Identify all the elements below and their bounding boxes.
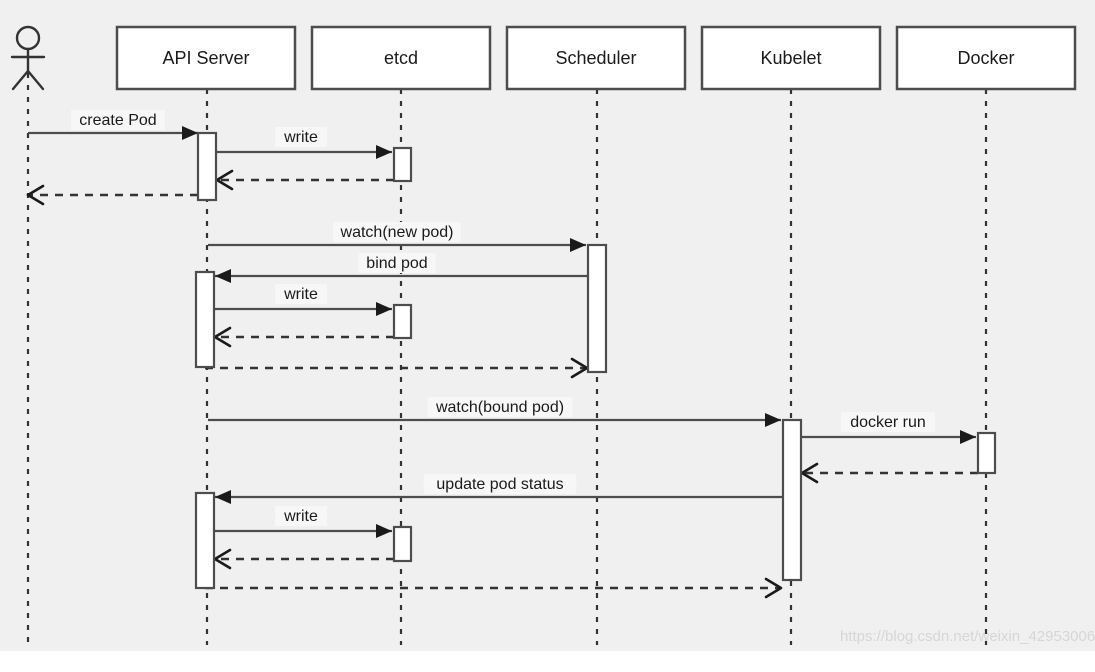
message-label: watch(bound pod)	[435, 399, 564, 416]
label-halo	[275, 284, 327, 304]
participant-label: Scheduler	[555, 48, 636, 68]
activation-bar-api-server	[194, 270, 216, 369]
messages-layer	[26, 126, 978, 599]
arrowhead-open-icon	[26, 184, 45, 206]
message-label-group-m6: bind pod	[358, 253, 436, 273]
activation-bar-api-server	[196, 131, 218, 202]
message-label: update pod status	[436, 476, 563, 493]
arrowhead-filled-icon	[376, 302, 392, 316]
activation-bar-kubelet	[781, 418, 803, 582]
arrowhead-filled-icon	[570, 238, 586, 252]
label-halo	[841, 412, 935, 432]
message-m6	[215, 269, 588, 283]
participant-label: etcd	[384, 48, 418, 68]
arrowhead-open-icon	[570, 357, 589, 379]
label-halo	[275, 127, 327, 147]
message-label: write	[283, 129, 318, 146]
participant-rect	[115, 25, 297, 91]
message-label-group-m2: write	[275, 127, 327, 147]
actor-layer	[10, 25, 46, 91]
participant-rect	[700, 25, 882, 91]
arrowhead-filled-icon	[215, 490, 231, 504]
message-label-group-m13: update pod status	[423, 474, 577, 494]
message-label: docker run	[850, 414, 926, 431]
label-halo	[275, 506, 327, 526]
message-m5	[208, 238, 586, 252]
message-label-group-m5: watch(new pod)	[333, 222, 461, 242]
participant-boxes-layer: API Server etcd Scheduler Kubelet Docker	[115, 25, 1077, 91]
label-halo	[427, 397, 573, 417]
participant-box-api-server[interactable]: API Server	[115, 25, 297, 91]
message-m14	[214, 524, 392, 538]
arrowhead-filled-icon	[182, 126, 198, 140]
message-m10	[208, 413, 781, 427]
participant-label: Docker	[957, 48, 1014, 68]
message-m7	[214, 302, 392, 316]
activation-bar-etcd	[392, 525, 413, 563]
message-m12	[800, 462, 978, 484]
label-halo	[358, 253, 436, 273]
message-label-group-m11: docker run	[841, 412, 935, 432]
message-label: create Pod	[79, 112, 156, 129]
watermark-text: https://blog.csdn.net/weixin_42953006	[840, 628, 1095, 645]
actor-head-icon	[15, 25, 41, 51]
participant-box-kubelet[interactable]: Kubelet	[700, 25, 882, 91]
message-label-group-m14: write	[275, 506, 327, 526]
message-m3	[215, 169, 394, 191]
message-label: watch(new pod)	[340, 224, 454, 241]
participant-box-scheduler[interactable]: Scheduler	[505, 25, 687, 91]
message-m16	[205, 577, 783, 599]
activation-bar-scheduler	[586, 243, 608, 374]
activations-layer	[194, 131, 997, 590]
message-label: bind pod	[366, 255, 427, 272]
activation-bar-etcd	[392, 146, 413, 183]
arrowhead-filled-icon	[765, 413, 781, 427]
activation-bar-etcd	[392, 303, 413, 340]
message-label: write	[283, 286, 318, 303]
message-label-group-m1: create Pod	[71, 110, 165, 130]
message-m13	[215, 490, 783, 504]
message-m8	[213, 326, 394, 348]
message-m11	[801, 430, 976, 444]
label-halo	[71, 110, 165, 130]
message-label-group-m7: write	[275, 284, 327, 304]
message-m15	[213, 548, 394, 570]
arrowhead-filled-icon	[960, 430, 976, 444]
arrowhead-filled-icon	[376, 524, 392, 538]
message-labels-layer: create Pod write watch(new pod) bind pod wri…	[71, 110, 935, 526]
activation-bar-docker	[976, 431, 997, 475]
arrowhead-filled-icon	[376, 145, 392, 159]
actor-leg-right-icon	[26, 69, 45, 91]
lifelines-layer	[26, 73, 988, 645]
participant-box-etcd[interactable]: etcd	[310, 25, 492, 91]
actor-leg-left-icon	[11, 69, 30, 91]
message-label-group-m10: watch(bound pod)	[427, 397, 573, 417]
participant-label: API Server	[162, 48, 249, 68]
message-m9	[205, 357, 589, 379]
participant-box-docker[interactable]: Docker	[895, 25, 1077, 91]
arrowhead-open-icon	[764, 577, 783, 599]
message-m4	[26, 184, 198, 206]
message-label: write	[283, 508, 318, 525]
label-halo	[423, 474, 577, 494]
arrowhead-filled-icon	[215, 269, 231, 283]
participant-label: Kubelet	[760, 48, 821, 68]
participant-rect	[310, 25, 492, 91]
label-halo	[333, 222, 461, 242]
watermark-layer: https://blog.csdn.net/weixin_42953006	[840, 628, 1095, 645]
activation-bar-api-server	[194, 491, 216, 590]
participant-rect	[895, 25, 1077, 91]
participant-rect	[505, 25, 687, 91]
message-m1	[28, 126, 198, 140]
message-m2	[216, 145, 392, 159]
diagram-canvas	[0, 0, 1095, 651]
